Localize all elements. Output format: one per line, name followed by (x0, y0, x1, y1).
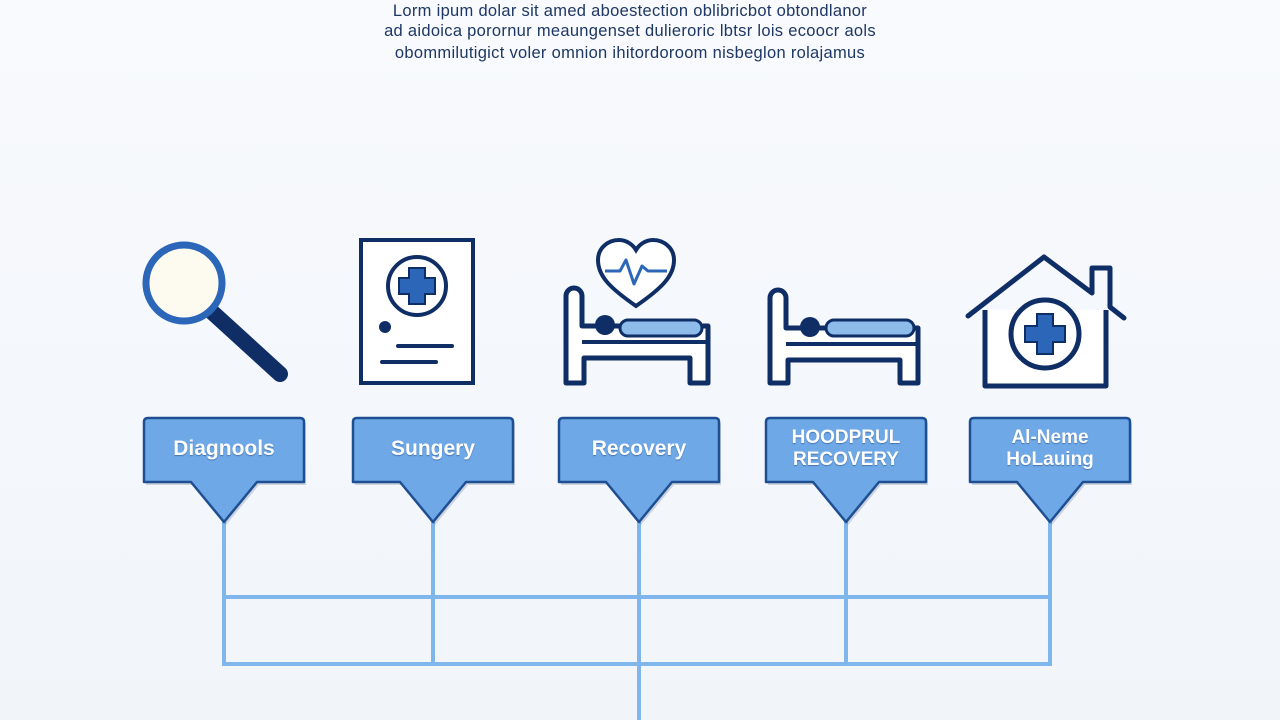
intro-line-3: obommilutigict voler omnion ihitordoroom… (394, 44, 866, 62)
stage-label-shape-2 (351, 416, 515, 524)
hospital-bed-icon (767, 287, 921, 386)
magnifying-glass-icon (142, 241, 288, 382)
intro-line-1: Lorm ipum dolar sit amed aboestection ob… (392, 2, 868, 20)
home-cross-icon (965, 254, 1127, 389)
intro-line-2: ad aidoica porornur meaungenset dulieror… (384, 22, 876, 40)
stage-label-shapes (142, 416, 1132, 525)
stage-label-shape-4 (764, 416, 928, 524)
stage-label-shape-1 (142, 416, 306, 524)
medical-document-icon (359, 238, 475, 385)
stage-label-shape-5 (968, 416, 1132, 524)
heart-bed-icon (563, 237, 711, 386)
stage-label-shape-3 (557, 416, 721, 524)
connector-lines (222, 520, 1052, 720)
